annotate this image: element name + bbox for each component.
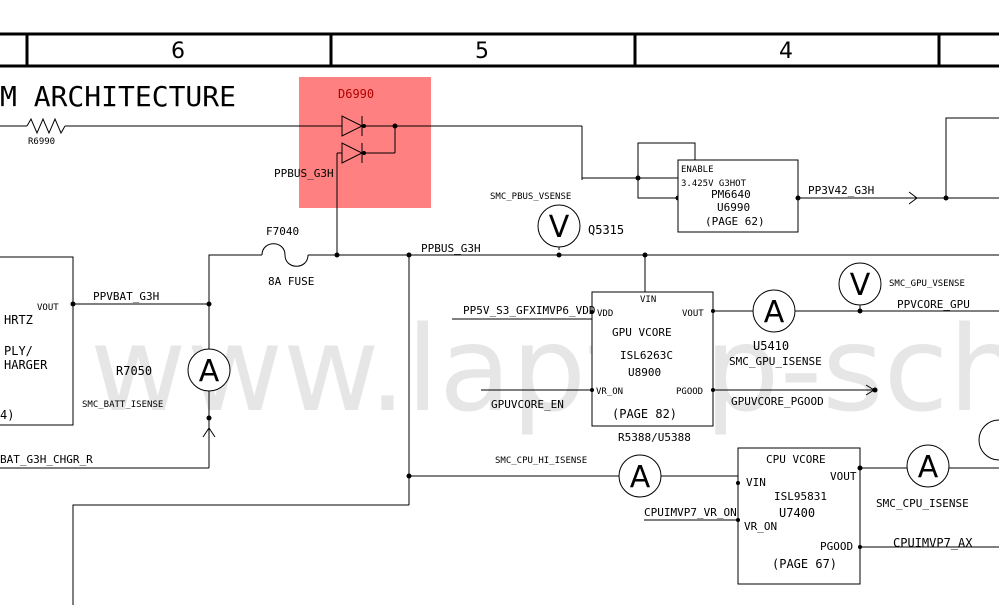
smc-pbus-vsense-label: SMC_PBUS_VSENSE [490,192,571,202]
highlight-box [299,77,431,208]
charger-box [0,256,74,426]
zone-label-5: 5 [475,39,489,64]
u7400-label: U7400 [779,506,815,520]
smc-cpu-hi-isense-label: SMC_CPU_HI_ISENSE [495,456,587,466]
smc-batt-isense-label: SMC_BATT_ISENSE [82,400,163,410]
ppbus-g3h-label-left: PPBUS_G3H [274,167,334,180]
gpu-vr-on-pin: VR_ON [596,387,623,397]
charger-vout-label: VOUT [37,303,59,313]
ammeter-batt-letter: A [199,354,220,389]
pp3v42-label: PP3V42_G3H [808,184,874,197]
ppvcore-gpu-label: PPVCORE_GPU [897,298,970,311]
cpu-vcore-title: CPU VCORE [766,453,826,466]
zone-header: 6 5 4 [0,32,999,68]
page82-label: (PAGE 82) [612,407,677,421]
u5410-label: U5410 [753,339,789,353]
r5388-label: R5388/U5388 [618,431,691,444]
cpuimvp7-ax-label: CPUIMVP7_AX [893,536,973,550]
smc-cpu-isense-label: SMC_CPU_ISENSE [876,497,969,510]
pp5v-s3-label: PP5V_S3_GFXIMVP6_VDD [463,304,595,317]
r7050-label: R7050 [116,364,152,378]
bat-g3h-chgr-label: BAT_G3H_CHGR_R [0,453,93,466]
r6990-resistor [0,117,342,135]
gpu-vcore-title: GPU VCORE [612,326,672,339]
fuse-f7040 [261,243,309,267]
charger-ply-label: PLY/ [4,344,33,358]
ammeter-gpu-letter: A [764,295,785,330]
voltmeter-gpu-letter: V [850,268,871,303]
partial-meter-right [978,419,999,461]
ammeter-cpu-hi-letter: A [630,460,651,495]
ppvbat-label: PPVBAT_G3H [93,290,159,303]
u6990-label: U6990 [717,201,750,214]
cpu-pgood-pin: PGOOD [820,540,853,553]
u8900-label: U8900 [628,366,661,379]
cpu-vcore-box [737,447,861,585]
isl6263c-label: ISL6263C [620,349,673,362]
ammeter-cpu-letter: A [918,450,939,485]
page67-label: (PAGE 67) [772,557,837,571]
u6990-box [677,159,799,233]
charger-hrtz-label: HRTZ [4,313,33,327]
charger-harger-label: HARGER [4,358,48,372]
isl95831-label: ISL95831 [774,490,827,503]
gpuvcore-en-label: GPUVCORE_EN [491,398,564,411]
watermark: www.laptop-schematics. [90,300,999,438]
cpuimvp7-vr-on-label: CPUIMVP7_VR_ON [644,506,737,519]
gpu-vout-pin: VOUT [682,309,704,319]
gpuvcore-pgood-label: GPUVCORE_PGOOD [731,395,824,408]
zone-label-6: 6 [171,39,185,64]
pm6640-label: PM6640 [711,188,751,201]
d6990-label: D6990 [338,87,374,101]
voltmeter-pbus-letter: V [549,210,570,245]
gpu-vcore-box [591,291,714,427]
cpu-vout-pin: VOUT [830,470,857,483]
q5315-label: Q5315 [588,223,624,237]
gpu-vdd-pin: VDD [597,309,613,319]
gpu-pgood-pin: PGOOD [676,387,703,397]
f7040-label: F7040 [266,225,299,238]
gpu-vin-pin: VIN [640,295,656,305]
page-title: M ARCHITECTURE [0,80,236,113]
r6990-label: R6990 [28,137,55,147]
charger-page-label: 4) [0,408,14,422]
enable-pin-label: ENABLE [681,165,714,175]
cpu-vin-pin: VIN [746,476,766,489]
ammeter-cpu [906,444,950,488]
zone-label-4: 4 [779,39,793,64]
g3hot-label: 3.425V G3HOT [681,179,747,189]
voltmeter-pbus [537,204,581,248]
page62-label: (PAGE 62) [705,215,765,228]
cpu-vr-on-pin: VR_ON [744,520,777,533]
smc-gpu-vsense-label: SMC_GPU_VSENSE [889,279,965,289]
ppbus-g3h-label: PPBUS_G3H [421,242,481,255]
smc-gpu-isense-label: SMC_GPU_ISENSE [729,355,822,368]
fuse-rating-label: 8A FUSE [268,275,314,288]
diode-pair [336,115,582,255]
